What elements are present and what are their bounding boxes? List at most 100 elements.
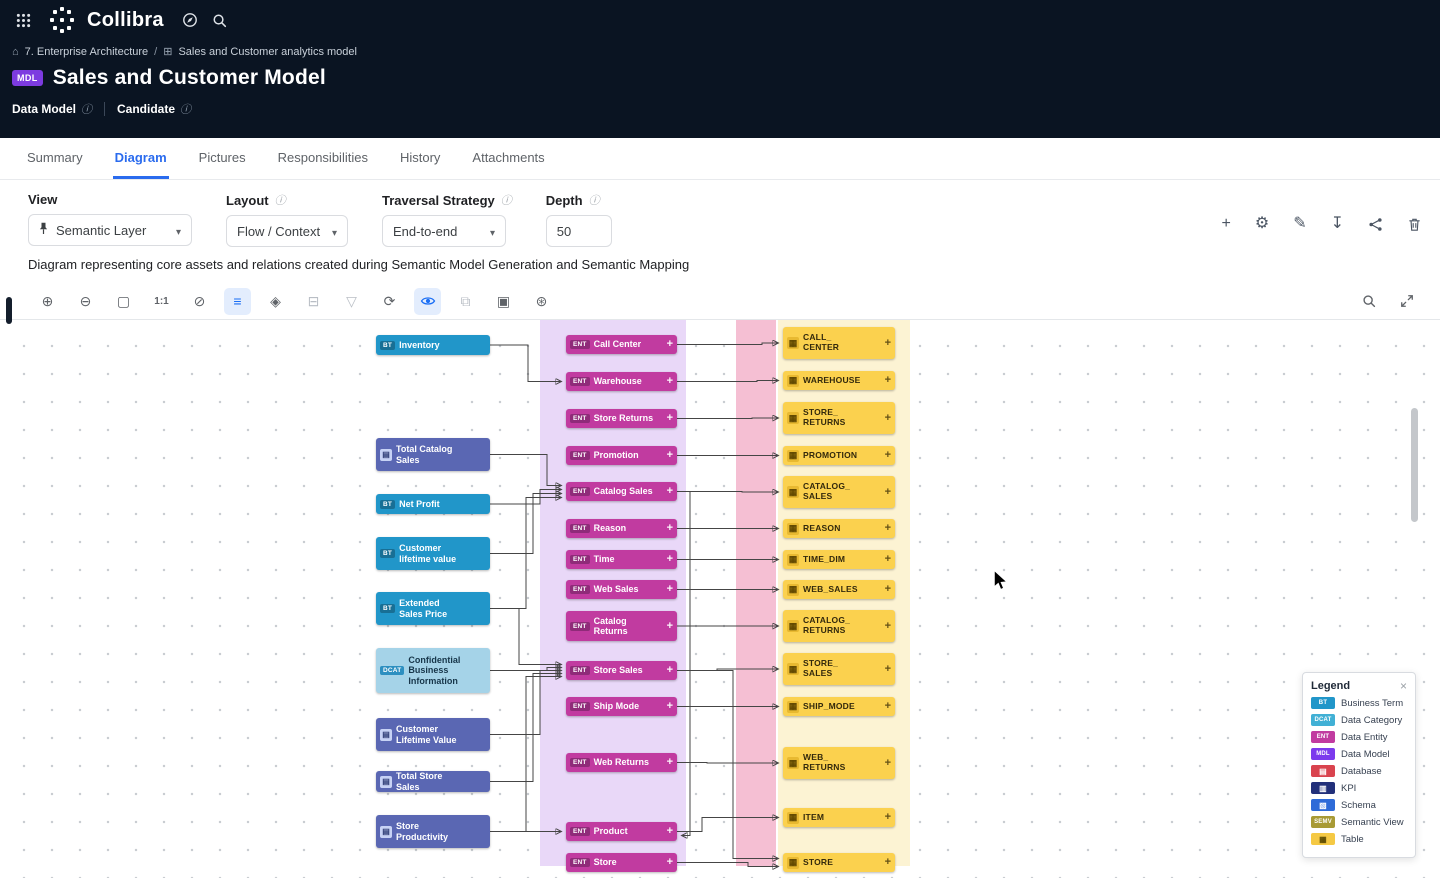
expand-node-icon[interactable]: + (667, 665, 673, 676)
diagram-node-promotion-table[interactable]: ▦PROMOTION+ (783, 446, 895, 465)
diagram-node-web-sales-table[interactable]: ▦WEB_​SALES+ (783, 580, 895, 599)
diagram-node-reason[interactable]: ENTReason+ (566, 519, 677, 538)
expand-node-icon[interactable]: + (885, 664, 891, 675)
diagram-node-store-table[interactable]: ▦STORE+ (783, 853, 895, 872)
diagram-node-net-profit[interactable]: BTNet Profit (376, 494, 490, 514)
diagram-node-ship-mode-table[interactable]: ▦SHIP_​MODE+ (783, 697, 895, 716)
zoom-in-button[interactable]: ⊕ (34, 288, 61, 315)
fit-to-screen-button[interactable]: ▢ (110, 288, 137, 315)
export-page-button[interactable]: ⧉ (452, 288, 479, 315)
tab-diagram[interactable]: Diagram (113, 138, 169, 179)
diagram-node-reason-table[interactable]: ▦REASON+ (783, 519, 895, 538)
expand-node-icon[interactable]: + (667, 486, 673, 497)
expand-node-icon[interactable]: + (885, 857, 891, 868)
diagram-node-ship-mode[interactable]: ENTShip Mode+ (566, 697, 677, 716)
diagram-node-confidential-business-information[interactable]: DCATConfidential Business Information (376, 648, 490, 693)
fullscreen-button[interactable] (1393, 288, 1420, 315)
layout-tree-button[interactable]: ⊟ (300, 288, 327, 315)
collapsed-panel-handle[interactable] (6, 297, 12, 324)
diagram-node-promotion[interactable]: ENTPromotion+ (566, 446, 677, 465)
close-icon[interactable]: × (1400, 680, 1407, 692)
diagram-node-store-sales-table[interactable]: ▦STORE_​SALES+ (783, 653, 895, 685)
expand-node-icon[interactable]: + (885, 701, 891, 712)
refresh-button[interactable]: ⟳ (376, 288, 403, 315)
diagram-canvas[interactable]: BTInventory▤Total Catalog SalesBTNet Pro… (0, 320, 1440, 878)
info-icon[interactable] (589, 192, 600, 208)
diagram-node-total-catalog-sales[interactable]: ▤Total Catalog Sales (376, 438, 490, 471)
expand-node-icon[interactable]: + (667, 376, 673, 387)
diagram-node-product[interactable]: ENTProduct+ (566, 822, 677, 841)
info-icon[interactable] (81, 101, 92, 117)
depth-input[interactable] (546, 215, 612, 247)
zoom-out-button[interactable]: ⊖ (72, 288, 99, 315)
filter-button[interactable]: ▽ (338, 288, 365, 315)
add-button[interactable]: + (1222, 216, 1231, 232)
diagram-node-call-center[interactable]: ENTCall Center+ (566, 335, 677, 354)
tags-button[interactable]: ◈ (262, 288, 289, 315)
vertical-scrollbar[interactable] (1411, 408, 1418, 522)
preview-button[interactable] (414, 288, 441, 315)
info-icon[interactable] (501, 192, 512, 208)
diagram-node-catalog-returns-table[interactable]: ▦CATALOG_​RETURNS+ (783, 610, 895, 642)
expand-node-icon[interactable]: + (667, 413, 673, 424)
save-button[interactable]: ↧ (1331, 216, 1344, 232)
expand-node-icon[interactable]: + (885, 812, 891, 823)
expand-node-icon[interactable]: + (667, 554, 673, 565)
expand-node-icon[interactable]: + (667, 584, 673, 595)
compass-icon[interactable] (182, 12, 198, 28)
apps-grid-icon[interactable] (16, 13, 31, 28)
browser-view-button[interactable]: ⊛ (528, 288, 555, 315)
search-icon[interactable] (212, 13, 227, 28)
diagram-node-web-returns[interactable]: ENTWeb Returns+ (566, 753, 677, 772)
diagram-node-time[interactable]: ENTTime+ (566, 550, 677, 569)
expand-node-icon[interactable]: + (667, 450, 673, 461)
share-button[interactable] (1368, 217, 1383, 232)
tab-history[interactable]: History (398, 138, 442, 179)
tab-responsibilities[interactable]: Responsibilities (276, 138, 370, 179)
diagram-node-catalog-sales-table[interactable]: ▦CATALOG_​SALES+ (783, 476, 895, 508)
diagram-node-store-productivity[interactable]: ▤Store Productivity (376, 815, 490, 848)
interactive-mode-button[interactable]: ⊘ (186, 288, 213, 315)
diagram-node-warehouse[interactable]: ENTWarehouse+ (566, 372, 677, 391)
diagram-node-time-dim-table[interactable]: ▦TIME_​DIM+ (783, 550, 895, 569)
expand-node-icon[interactable]: + (885, 375, 891, 386)
expand-node-icon[interactable]: + (885, 621, 891, 632)
diagram-node-warehouse-table[interactable]: ▦WAREHOUSE+ (783, 371, 895, 390)
expand-node-icon[interactable]: + (885, 338, 891, 349)
diagram-node-catalog-sales[interactable]: ENTCatalog Sales+ (566, 482, 677, 501)
diagram-node-store-sales[interactable]: ENTStore Sales+ (566, 661, 677, 680)
expand-node-icon[interactable]: + (885, 487, 891, 498)
expand-node-icon[interactable]: + (885, 523, 891, 534)
expand-node-icon[interactable]: + (667, 621, 673, 632)
diagram-node-call-center-table[interactable]: ▦CALL_​CENTER+ (783, 327, 895, 359)
diagram-node-store-returns[interactable]: ENTStore Returns+ (566, 409, 677, 428)
info-icon[interactable] (275, 192, 286, 208)
edit-button[interactable]: ✎ (1293, 216, 1306, 232)
expand-node-icon[interactable]: + (885, 413, 891, 424)
delete-button[interactable] (1407, 217, 1422, 232)
expand-node-icon[interactable]: + (885, 584, 891, 595)
tab-pictures[interactable]: Pictures (197, 138, 248, 179)
diagram-node-catalog-returns[interactable]: ENTCatalog Returns+ (566, 611, 677, 641)
expand-node-icon[interactable]: + (667, 826, 673, 837)
settings-button[interactable]: ⚙ (1255, 216, 1269, 232)
collibra-logo[interactable]: Collibra (45, 6, 164, 34)
tab-summary[interactable]: Summary (25, 138, 85, 179)
layout-select[interactable]: Flow / Context (226, 215, 348, 247)
zoom-one-to-one-button[interactable]: 1:1 (148, 288, 175, 315)
expand-node-icon[interactable]: + (885, 450, 891, 461)
diagram-node-customer-lifetime-value-kpi[interactable]: ▤Customer Lifetime Value (376, 718, 490, 751)
diagram-node-web-returns-table[interactable]: ▦WEB_​RETURNS+ (783, 747, 895, 779)
diagram-node-extended-sales-price[interactable]: BTExtended Sales Price (376, 592, 490, 625)
diagram-node-item-table[interactable]: ▦ITEM+ (783, 808, 895, 827)
search-diagram-button[interactable] (1355, 288, 1382, 315)
breadcrumb-domain[interactable]: 7. Enterprise Architecture (25, 46, 149, 58)
diagram-node-web-sales[interactable]: ENTWeb Sales+ (566, 580, 677, 599)
diagram-node-customer-lifetime-value-term[interactable]: BTCustomer lifetime value (376, 537, 490, 570)
expand-node-icon[interactable]: + (667, 857, 673, 868)
breadcrumb-asset[interactable]: Sales and Customer analytics model (178, 46, 357, 58)
expand-node-icon[interactable]: + (667, 339, 673, 350)
expand-node-icon[interactable]: + (885, 554, 891, 565)
snapshot-button[interactable]: ▣ (490, 288, 517, 315)
traversal-strategy-select[interactable]: End-to-end (382, 215, 506, 247)
